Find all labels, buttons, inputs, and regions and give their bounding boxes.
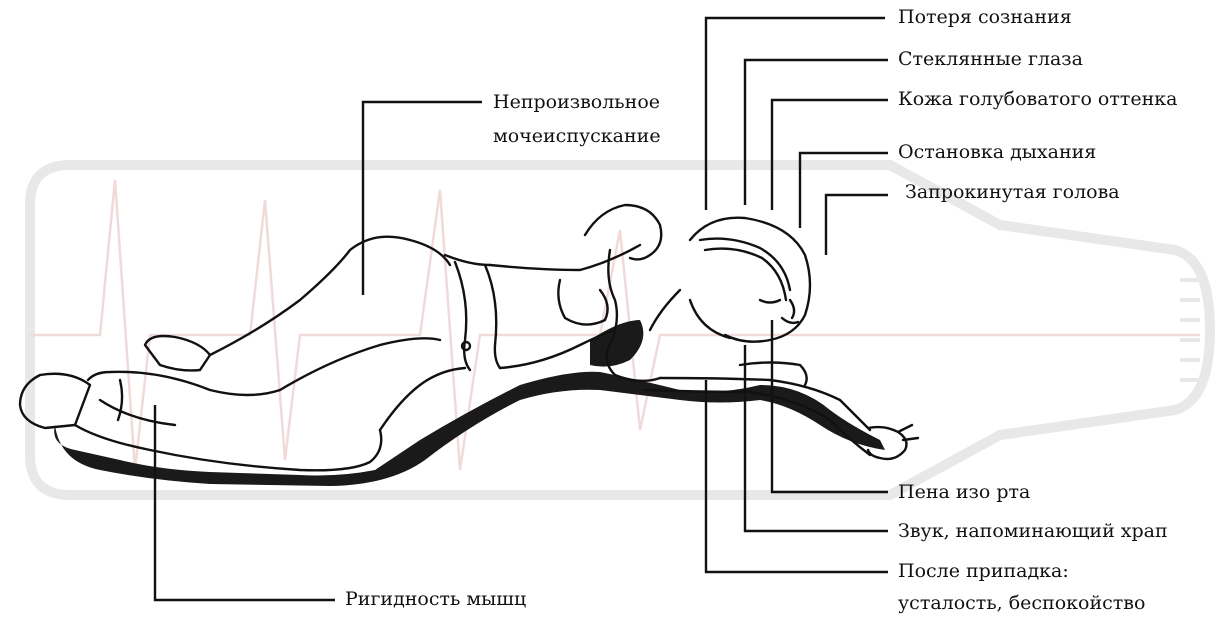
hair-line-1 xyxy=(700,239,790,290)
chest xyxy=(558,280,607,325)
hair-line-2 xyxy=(705,249,786,300)
mouth xyxy=(782,318,798,323)
label-after-seizure-line1: После припадка: xyxy=(898,559,1069,584)
label-loss-of-consciousness: Потеря сознания xyxy=(898,5,1072,30)
eye xyxy=(760,300,780,303)
callout-line-incontinence xyxy=(363,102,482,295)
finger-1 xyxy=(898,425,912,432)
trouser-fold xyxy=(118,380,122,420)
neck-line xyxy=(650,290,680,330)
callout-line-loss-of-consciousness xyxy=(706,18,885,210)
right-shoe xyxy=(145,336,210,370)
label-foam-at-mouth: Пена изо рта xyxy=(898,480,1030,505)
bottle-cap-ribs xyxy=(1180,280,1200,380)
jaw-line xyxy=(690,300,730,338)
label-head-thrown-back: Запрокинутая голова xyxy=(905,180,1120,205)
label-snore-sound: Звук, напоминающий храп xyxy=(898,519,1168,544)
label-glassy-eyes: Стеклянные глаза xyxy=(898,47,1083,72)
label-incontinence-line1: Непроизвольное xyxy=(493,90,660,115)
thigh-under xyxy=(280,338,440,390)
callout-line-glassy-eyes xyxy=(745,60,888,205)
label-bluish-skin: Кожа голубоватого оттенка xyxy=(898,87,1178,112)
thigh-top xyxy=(210,237,450,355)
belt-right xyxy=(485,265,500,368)
callout-line-head-thrown-back xyxy=(826,195,888,255)
label-muscle-rigidity: Ригидность мышц xyxy=(345,587,526,612)
label-breathing-stop: Остановка дыхания xyxy=(898,140,1096,165)
nose xyxy=(790,300,794,318)
callout-line-bluish-skin xyxy=(772,100,888,210)
label-after-seizure-line2: усталость, беспокойство xyxy=(898,591,1145,616)
callout-line-muscle-rigidity xyxy=(155,405,335,600)
trouser-crease xyxy=(100,400,175,425)
label-incontinence-line2: мочеиспускание xyxy=(493,124,661,149)
lower-leg-top xyxy=(88,372,280,395)
belt-left xyxy=(455,262,470,370)
belt-top xyxy=(445,255,490,265)
